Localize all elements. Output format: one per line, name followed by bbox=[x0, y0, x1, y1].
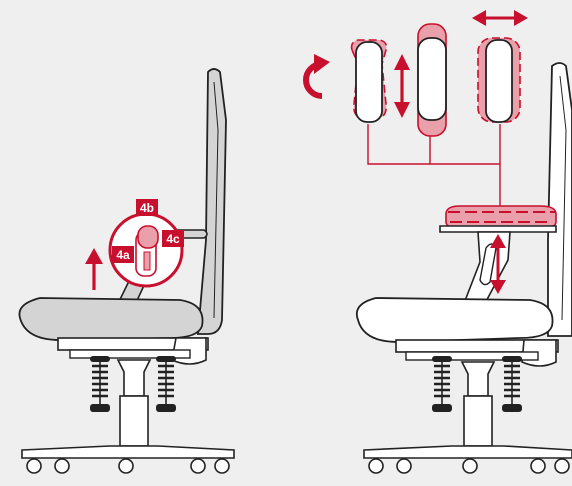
label-4a-text: 4a bbox=[116, 248, 130, 262]
left-casters bbox=[26, 458, 230, 474]
label-4b-text: 4b bbox=[140, 201, 154, 215]
left-backrest bbox=[197, 68, 227, 335]
double-arrow-vertical-icon bbox=[490, 234, 506, 294]
left-spring-front bbox=[90, 356, 110, 412]
label-4a: 4a bbox=[112, 246, 134, 263]
label-4c: 4c bbox=[162, 230, 184, 247]
label-4b: 4b bbox=[136, 199, 158, 216]
options-connector bbox=[367, 124, 501, 206]
left-gas-column bbox=[116, 359, 152, 397]
left-chair: 4b 4a 4c bbox=[18, 68, 235, 474]
label-4c-text: 4c bbox=[166, 232, 180, 246]
right-spring-front bbox=[432, 356, 452, 412]
right-chair bbox=[355, 62, 572, 474]
pad-slide bbox=[417, 23, 447, 137]
right-backrest bbox=[547, 62, 572, 337]
right-gas-column bbox=[460, 361, 496, 397]
left-base bbox=[21, 445, 235, 459]
right-spring-back bbox=[502, 356, 522, 412]
armrest-options bbox=[303, 10, 528, 206]
left-spring-back bbox=[156, 356, 176, 412]
right-armrest-base bbox=[439, 225, 557, 233]
arrow-up-icon bbox=[85, 248, 103, 290]
right-seat-cushion bbox=[355, 297, 554, 343]
right-base bbox=[363, 445, 572, 459]
rotate-arrow-icon bbox=[303, 54, 330, 99]
double-arrow-horizontal-icon bbox=[472, 10, 528, 26]
double-arrow-vertical-icon bbox=[394, 54, 410, 118]
left-seat-cushion bbox=[18, 297, 204, 341]
right-casters bbox=[368, 458, 570, 474]
right-armrest-pad-highlight bbox=[445, 205, 557, 229]
pad-rotate bbox=[350, 39, 388, 123]
pad-width bbox=[477, 37, 521, 123]
